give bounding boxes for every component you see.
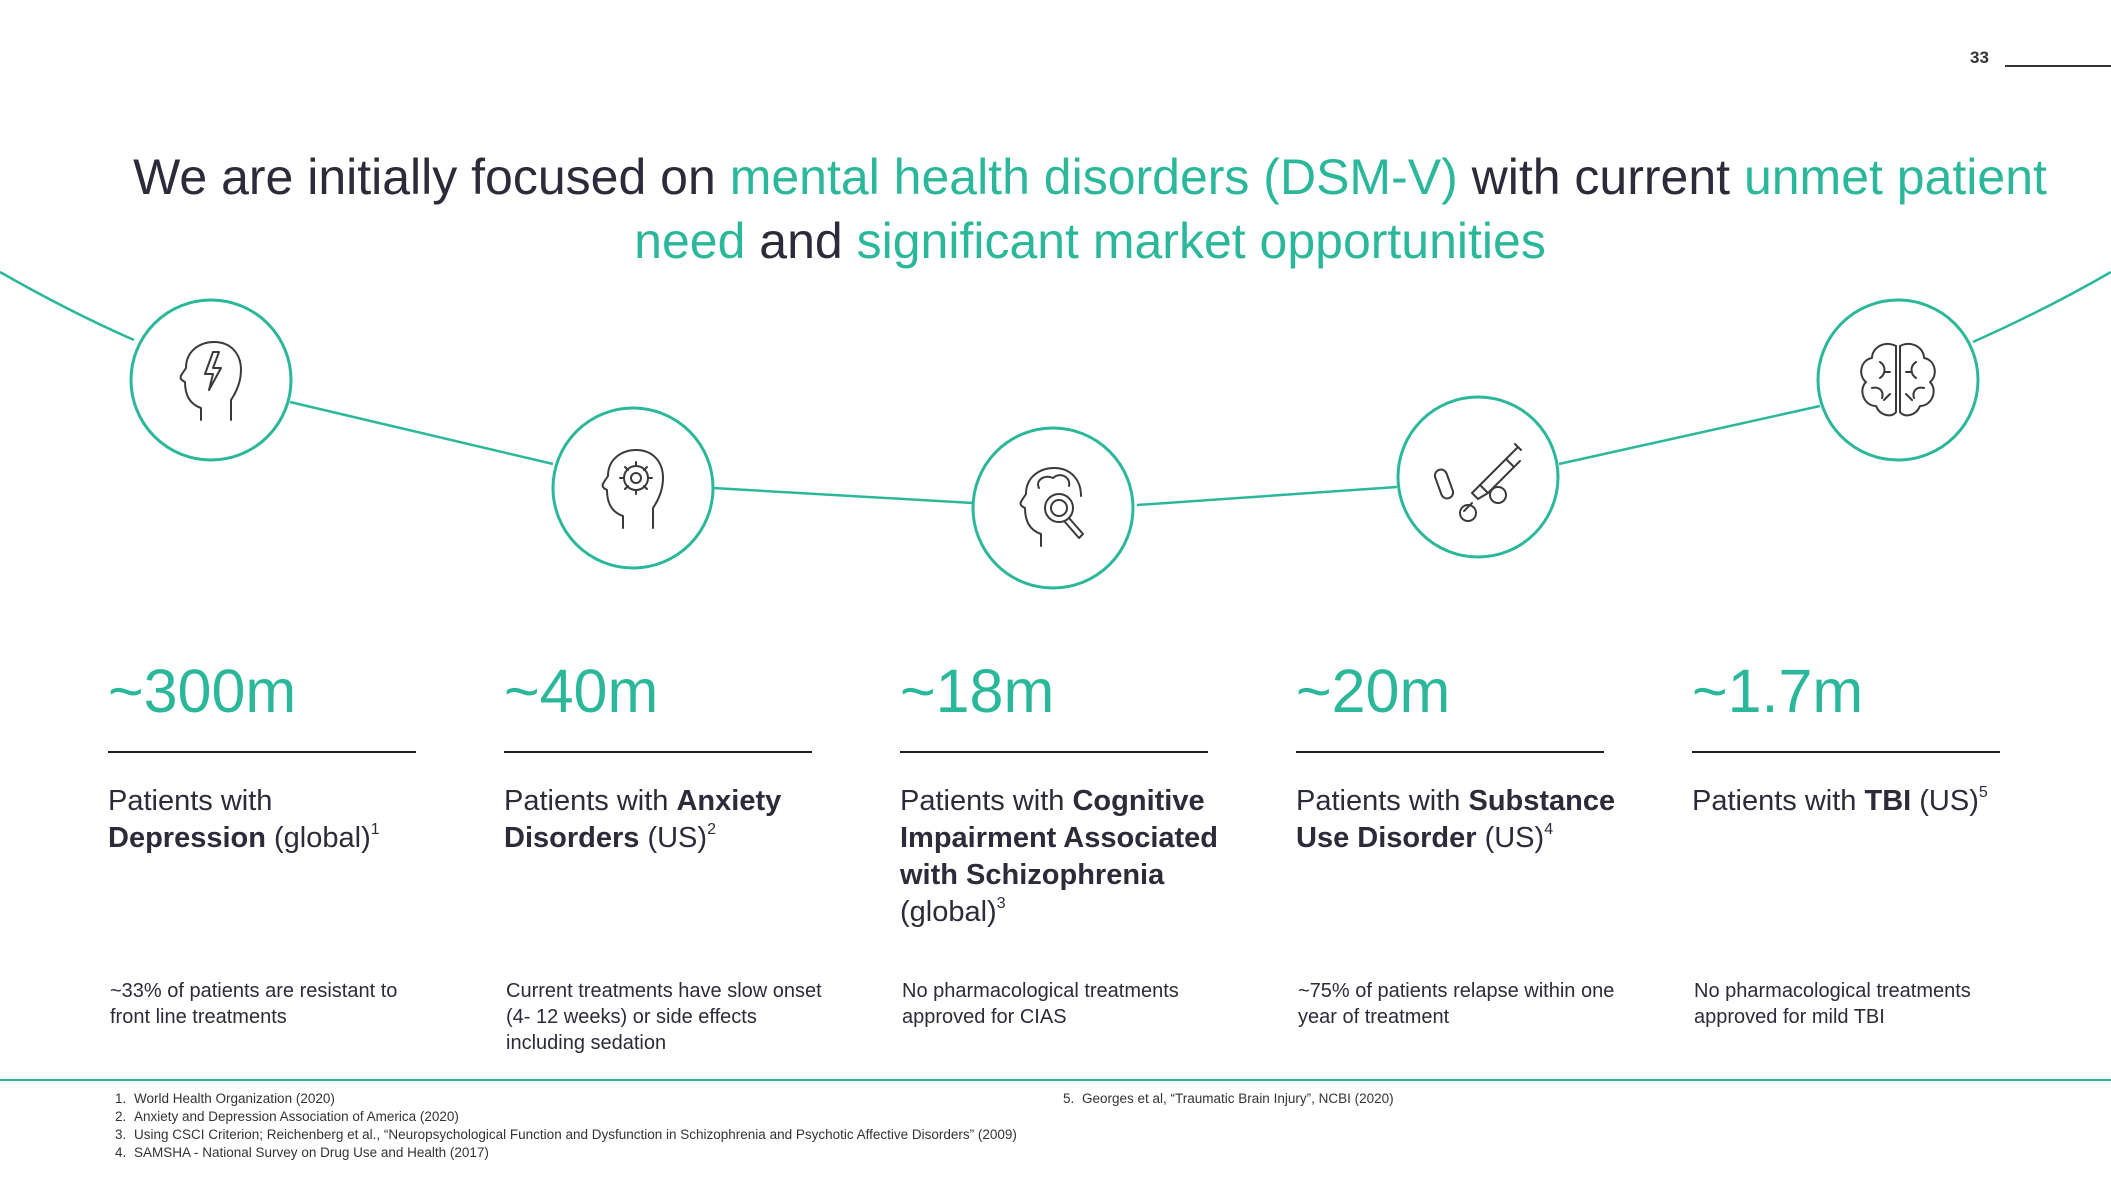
stat-divider: [900, 751, 1208, 753]
stat-value: ~300m: [108, 657, 297, 725]
arc-segment: [1558, 404, 1821, 466]
desc-bold: Depression: [108, 822, 266, 854]
footnote-item: Using CSCI Criterion; Reichenberg et al.…: [130, 1126, 1066, 1144]
stat-value: ~1.7m: [1692, 657, 1864, 725]
arc-segment: [712, 486, 974, 505]
desc-text: (US): [639, 822, 708, 854]
brain-icon: [1860, 342, 1936, 417]
page-number-rule: [2005, 65, 2111, 67]
desc-bold: Cognitive Impairment Associated with Sch…: [900, 785, 1219, 891]
desc-text: (global): [900, 896, 997, 928]
stat-column-depression: ~300m Patients with Depression (global)1: [108, 655, 438, 973]
stat-value: ~20m: [1296, 657, 1451, 725]
footnote-ref: 1: [370, 821, 380, 838]
arc-segment: [1136, 485, 1398, 507]
footnotes-right: Georges et al, “Traumatic Brain Injury”,…: [1054, 1090, 1654, 1108]
footnote-item: Anxiety and Depression Association of Am…: [130, 1108, 1066, 1126]
stat-divider: [504, 751, 812, 753]
arc-segment: [0, 270, 135, 342]
footnotes-left: World Health Organization (2020) Anxiety…: [106, 1090, 1066, 1162]
stat-divider: [1692, 751, 2000, 753]
icon-circle: [1816, 298, 1980, 462]
stat-note: ~33% of patients are resistant to front …: [110, 980, 398, 1028]
stat-value: ~40m: [504, 657, 659, 725]
desc-text: Patients with: [108, 785, 273, 817]
stat-column-tbi: ~1.7m Patients with TBI (US)5: [1692, 655, 2022, 973]
arc-segment: [1972, 270, 2111, 344]
desc-text: (US): [1476, 822, 1545, 854]
title-highlight: mental health disorders (DSM-V): [729, 149, 1458, 205]
stat-description: Patients with TBI (US)5: [1692, 783, 2022, 973]
stat-value: ~18m: [900, 657, 1055, 725]
desc-text: Patients with: [1296, 785, 1469, 817]
desc-bold: Anxiety Disorders: [504, 785, 782, 854]
icon-circle: [1396, 395, 1560, 559]
title-part: and: [745, 213, 857, 269]
title-part: with current: [1457, 149, 1744, 205]
stat-column-anxiety: ~40m Patients with Anxiety Disorders (US…: [504, 655, 834, 973]
head-lightning-icon: [179, 341, 242, 421]
desc-text: Patients with: [504, 785, 677, 817]
title-highlight: significant market opportunities: [856, 213, 1546, 269]
stat-note: Current treatments have slow onset (4- 1…: [506, 980, 822, 1054]
desc-bold: Substance Use Disorder: [1296, 785, 1616, 854]
desc-text: Patients with: [1692, 785, 1865, 817]
title-highlight: unmet patient need: [634, 149, 2047, 269]
desc-text: (global): [265, 822, 371, 854]
footnote-item: Georges et al, “Traumatic Brain Injury”,…: [1078, 1090, 1654, 1108]
desc-text: (US): [1911, 785, 1979, 817]
page-number: 33: [1970, 48, 1989, 67]
stat-column-cias: ~18m Patients with Cognitive Impairment …: [900, 655, 1230, 973]
stat-note: ~75% of patients relapse within one year…: [1298, 980, 1615, 1028]
head-gear-icon: [601, 449, 664, 529]
stat-description: Patients with Substance Use Disorder (US…: [1296, 783, 1626, 973]
footnote-ref: 5: [1978, 784, 1988, 801]
footnote-item: SAMSHA - National Survey on Drug Use and…: [130, 1144, 1066, 1162]
desc-text: Patients with: [900, 785, 1073, 817]
stat-description: Patients with Depression (global)1: [108, 783, 438, 973]
icon-circle: [551, 406, 715, 570]
stat-note: No pharmacological treatments approved f…: [902, 980, 1179, 1028]
pills-syringe-icon: [1433, 443, 1522, 522]
stat-description: Patients with Cognitive Impairment Assoc…: [900, 783, 1230, 973]
title-part: We are initially focused on: [133, 149, 730, 205]
footer-divider: [0, 1079, 2111, 1081]
stat-divider: [1296, 751, 1604, 753]
footnote-ref: 2: [707, 821, 716, 838]
footnote-ref: 4: [1544, 821, 1554, 838]
footnote-ref: 3: [996, 895, 1006, 912]
stat-note: No pharmacological treatments approved f…: [1694, 980, 1971, 1028]
stat-description: Patients with Anxiety Disorders (US)2: [504, 783, 834, 973]
head-magnifier-icon: [1019, 467, 1084, 547]
icon-arc: [0, 270, 2111, 590]
arc-segment: [289, 400, 554, 466]
icon-circle: [971, 426, 1135, 590]
footnote-item: World Health Organization (2020): [130, 1090, 1066, 1108]
desc-bold: TBI: [1864, 785, 1912, 817]
stat-divider: [108, 751, 416, 753]
stat-column-substance-use: ~20m Patients with Substance Use Disorde…: [1296, 655, 1626, 973]
slide-title: We are initially focused on mental healt…: [120, 145, 2060, 273]
